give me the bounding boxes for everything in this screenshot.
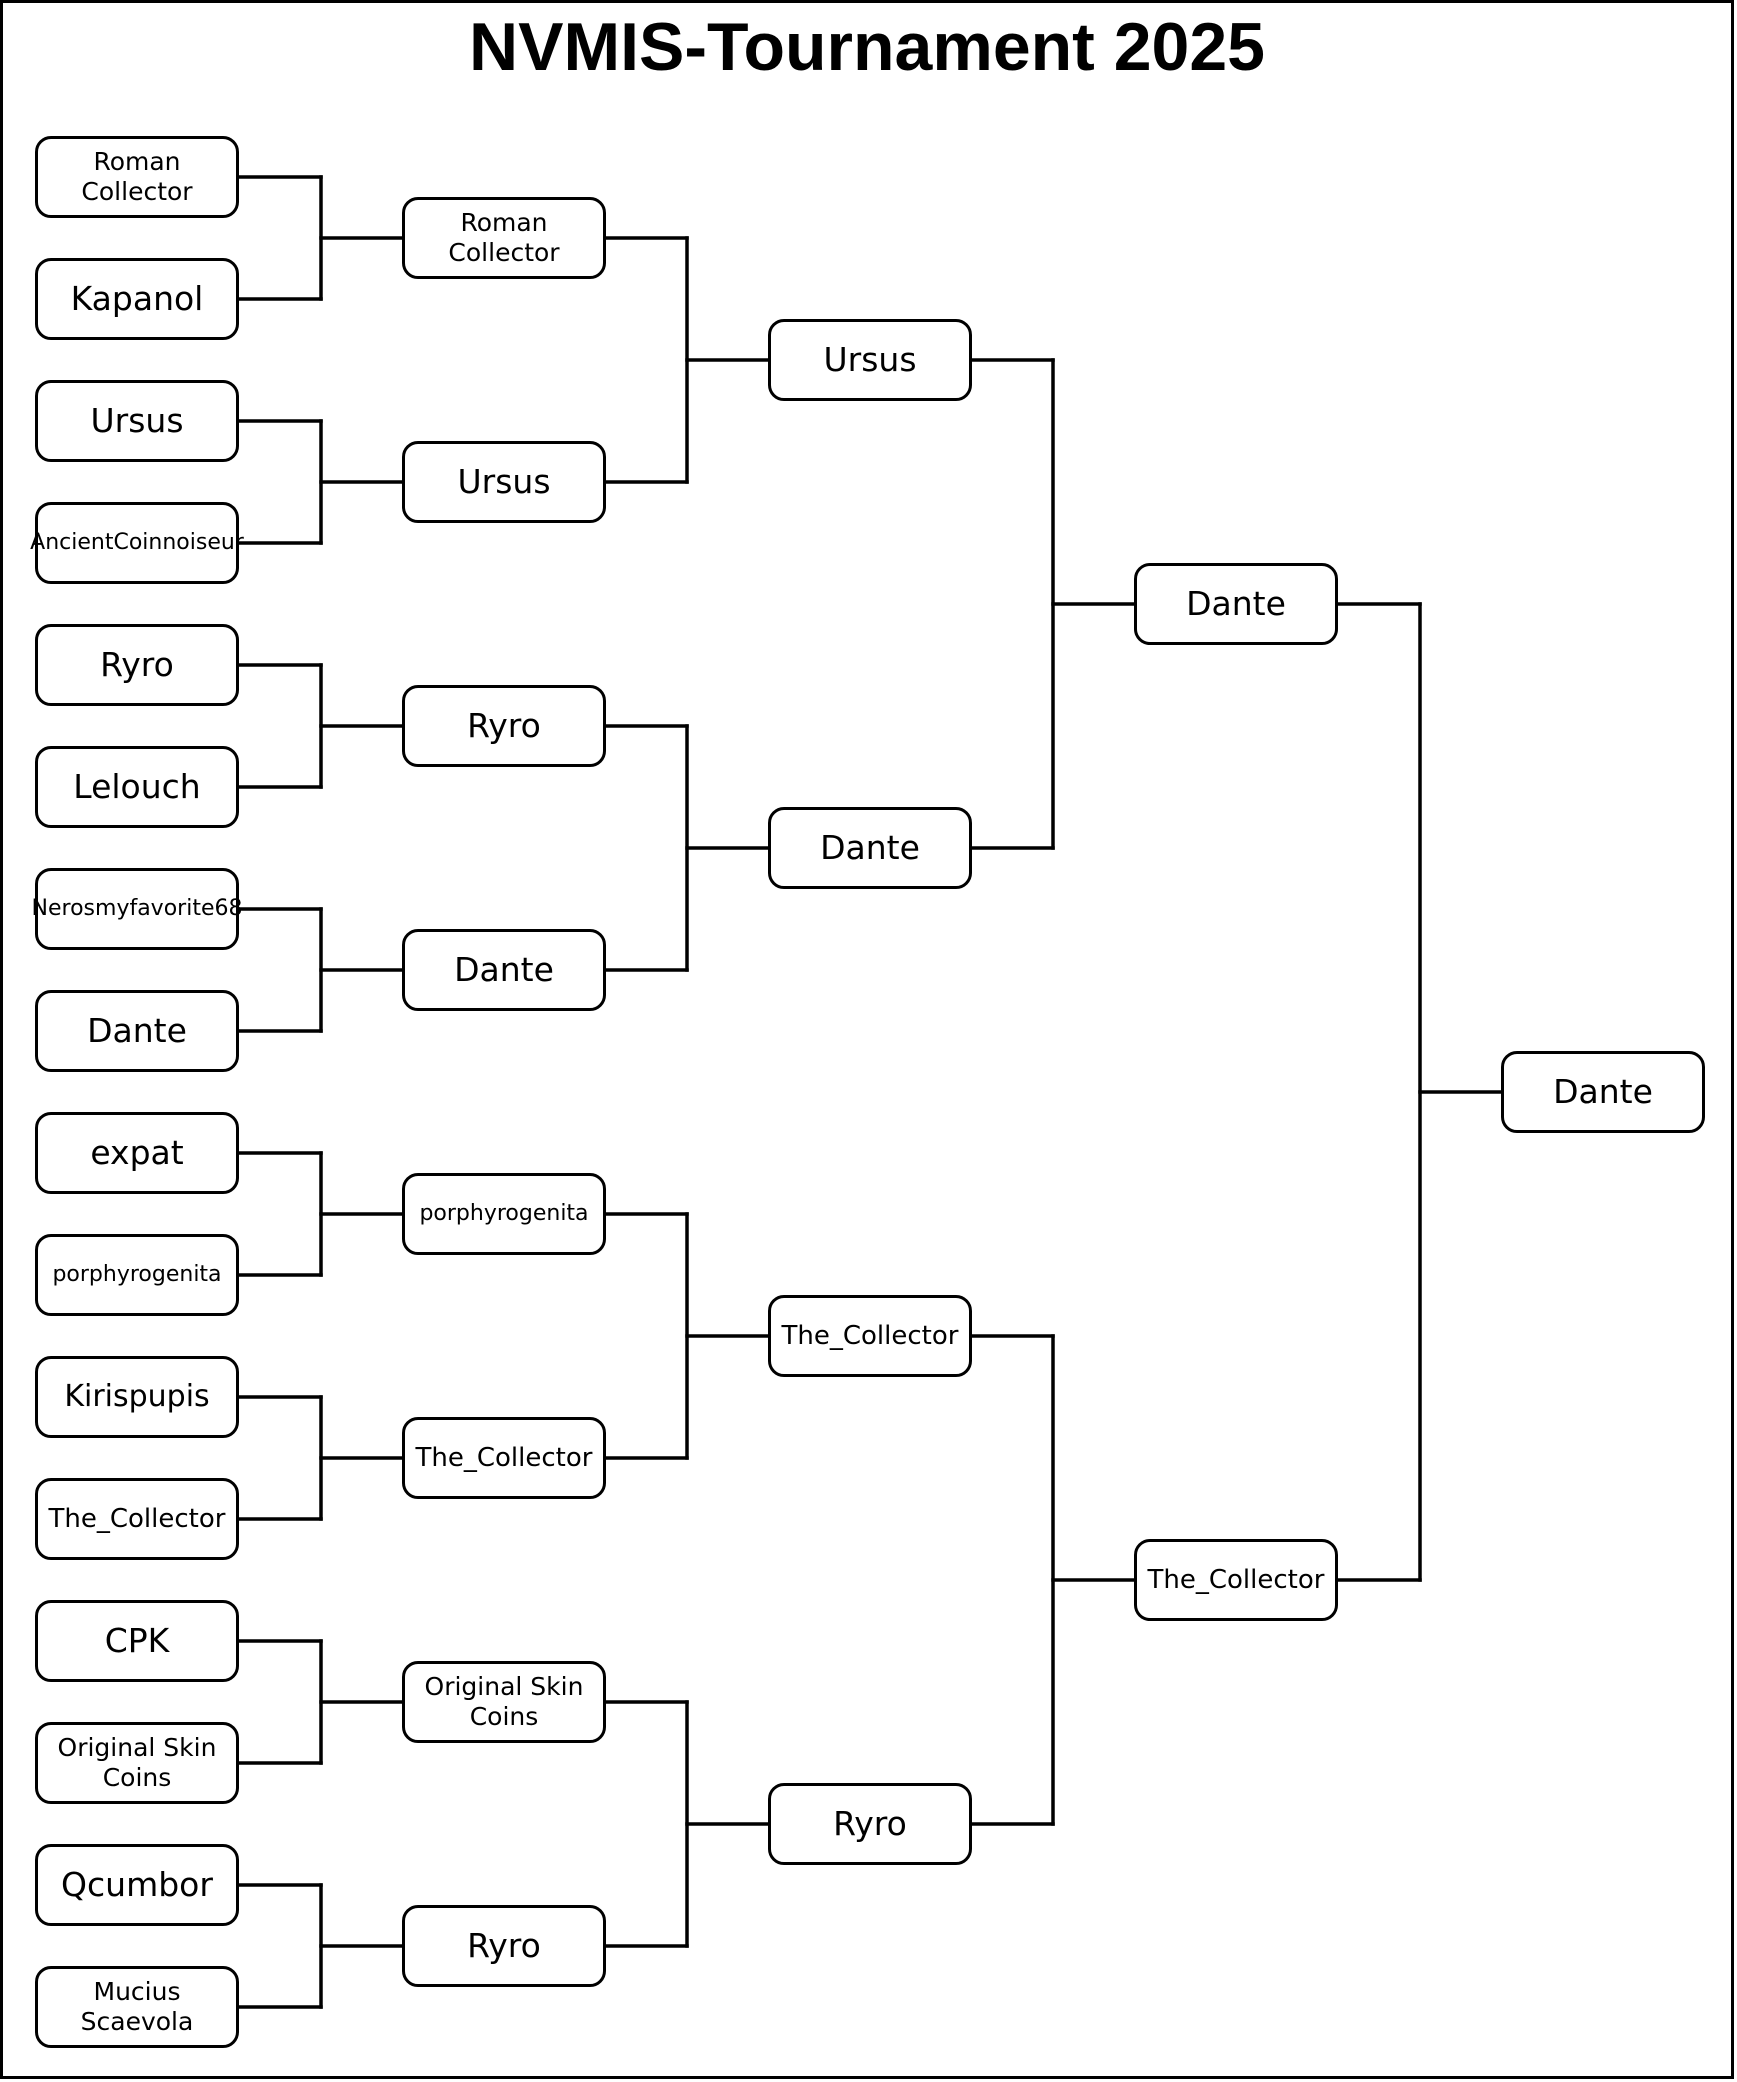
bracket-slot: Ursus: [768, 319, 972, 401]
bracket-slot: Dante: [1134, 563, 1338, 645]
player-name: Mucius Scaevola: [80, 1977, 194, 2036]
player-name: The_Collector: [48, 1504, 226, 1534]
player-name: Dante: [1186, 584, 1286, 623]
player-name: Original Skin Coins: [57, 1733, 217, 1792]
player-name: The_Collector: [1147, 1565, 1325, 1595]
player-name: Ryro: [467, 706, 541, 745]
player-name: Ryro: [100, 645, 174, 684]
player-name: Kapanol: [70, 279, 204, 318]
player-name: Ursus: [823, 340, 917, 379]
player-name: porphyrogenita: [52, 1262, 222, 1287]
player-name: The_Collector: [415, 1443, 593, 1473]
bracket-slot: Dante: [768, 807, 972, 889]
player-name: Ryro: [467, 1926, 541, 1965]
bracket-slot: Ursus: [402, 441, 606, 523]
bracket-slot: Kirispupis: [35, 1356, 239, 1438]
player-name: CPK: [104, 1621, 170, 1660]
bracket-slot: The_Collector: [402, 1417, 606, 1499]
bracket-slot: porphyrogenita: [402, 1173, 606, 1255]
bracket-slot: Dante: [402, 929, 606, 1011]
bracket-slot: Ryro: [768, 1783, 972, 1865]
player-name: Dante: [87, 1011, 187, 1050]
player-name: Qcumbor: [61, 1865, 213, 1904]
bracket-slot: Mucius Scaevola: [35, 1966, 239, 2048]
bracket-slot: Roman Collector: [35, 136, 239, 218]
player-name: expat: [90, 1133, 184, 1172]
bracket-slot: Lelouch: [35, 746, 239, 828]
bracket-slot: The_Collector: [35, 1478, 239, 1560]
player-name: Roman Collector: [448, 208, 560, 267]
bracket-slot: Dante: [35, 990, 239, 1072]
player-name: The_Collector: [781, 1321, 959, 1351]
bracket-slot: AncientCoinnoiseur: [30, 502, 244, 584]
player-name: Lelouch: [73, 767, 201, 806]
champion-box: Dante: [1501, 1051, 1705, 1133]
bracket-slot: Original Skin Coins: [402, 1661, 606, 1743]
page-title: NVMIS-Tournament 2025: [468, 9, 1265, 85]
player-name: porphyrogenita: [419, 1201, 589, 1226]
player-name: Ursus: [457, 462, 551, 501]
bracket-connectors: [237, 175, 1503, 2009]
bracket-slot: expat: [35, 1112, 239, 1194]
player-name: AncientCoinnoiseur: [30, 530, 244, 555]
player-name: Ryro: [833, 1804, 907, 1843]
bracket-slot: Roman Collector: [402, 197, 606, 279]
player-name: Dante: [1553, 1072, 1653, 1111]
player-name: Original Skin Coins: [424, 1672, 584, 1731]
bracket-slot: The_Collector: [768, 1295, 972, 1377]
bracket-slot: Ryro: [35, 624, 239, 706]
bracket-slot: Ryro: [402, 1905, 606, 1987]
bracket-slot: The_Collector: [1134, 1539, 1338, 1621]
bracket-slot: Original Skin Coins: [35, 1722, 239, 1804]
bracket-slot: Kapanol: [35, 258, 239, 340]
player-name: Dante: [820, 828, 920, 867]
bracket-slot: Ryro: [402, 685, 606, 767]
bracket-slot: Qcumbor: [35, 1844, 239, 1926]
bracket-slot: Ursus: [35, 380, 239, 462]
player-name: Kirispupis: [64, 1379, 210, 1414]
bracket-slot: Nerosmyfavorite68: [32, 868, 242, 950]
player-name: Nerosmyfavorite68: [31, 896, 243, 921]
player-name: Ursus: [90, 401, 184, 440]
player-name: Dante: [454, 950, 554, 989]
bracket-slot: porphyrogenita: [35, 1234, 239, 1316]
bracket-slot: CPK: [35, 1600, 239, 1682]
player-name: Roman Collector: [81, 147, 193, 206]
